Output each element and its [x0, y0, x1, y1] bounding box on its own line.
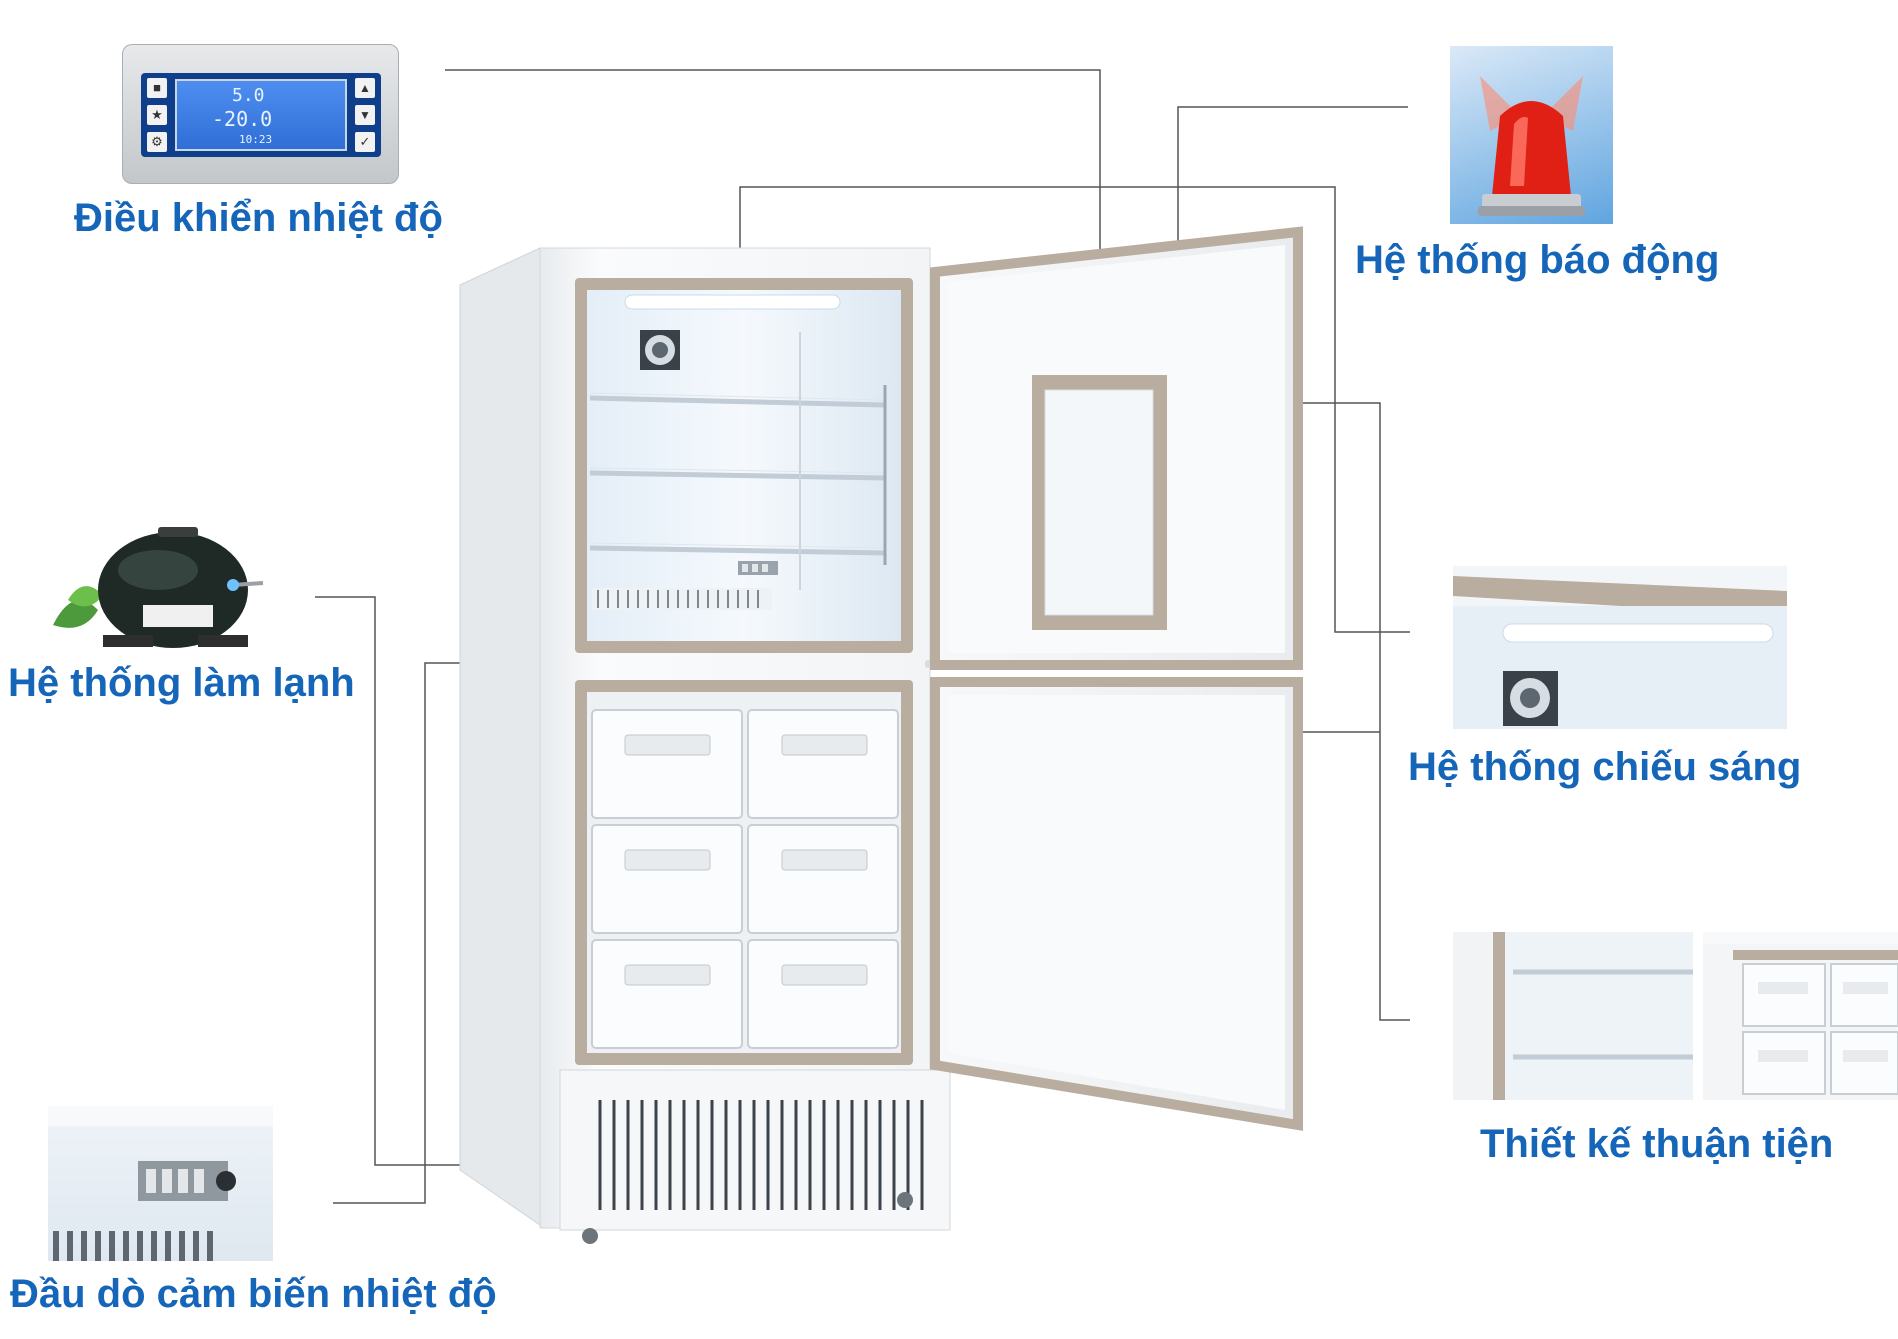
- sensor-probe-icon: [738, 561, 778, 575]
- label-alarm: Hệ thống báo động: [1355, 238, 1720, 282]
- lcd-line-2: -20.0: [212, 107, 273, 131]
- label-design: Thiết kế thuận tiện: [1480, 1122, 1834, 1166]
- label-lighting: Hệ thống chiếu sáng: [1408, 745, 1802, 789]
- alarm-beacon-icon: [1478, 76, 1585, 216]
- light-icon: ★: [147, 105, 167, 125]
- alarm-thumbnail: [1450, 46, 1613, 224]
- freezer-illustration: [459, 226, 1303, 1244]
- fan-icon: [640, 330, 680, 370]
- label-probe: Đầu dò cảm biến nhiệt độ: [10, 1272, 497, 1316]
- gear-icon: ⚙: [147, 132, 167, 152]
- check-icon: ✓: [355, 132, 375, 152]
- lighting-thumbnail: [1453, 566, 1787, 729]
- design-thumbnail-shelves: [1453, 932, 1693, 1100]
- label-temp-control: Điều khiển nhiệt độ: [74, 196, 443, 240]
- probe-thumbnail: [48, 1106, 273, 1261]
- lcd-line-1: 5.0: [232, 85, 265, 106]
- controller-lcd: 5.0 -20.0 10:23: [175, 79, 347, 151]
- lcd-line-3: 10:23: [239, 133, 273, 146]
- temperature-controller-thumbnail: ■ ★ ⚙ 5.0 -20.0 10:23 ▲ ▼ ✓: [122, 44, 399, 184]
- fan-icon: [1503, 671, 1558, 726]
- design-thumbnail-drawers: [1703, 932, 1898, 1100]
- sensor-probe-icon: [48, 1106, 273, 1261]
- label-cooling: Hệ thống làm lạnh: [8, 661, 355, 705]
- controller-panel: ■ ★ ⚙ 5.0 -20.0 10:23 ▲ ▼ ✓: [141, 73, 381, 157]
- up-arrow-icon: ▲: [355, 78, 375, 98]
- compressor-icon: [53, 527, 264, 648]
- compressor-thumbnail: [48, 515, 268, 655]
- lock-icon: ■: [147, 78, 167, 98]
- down-arrow-icon: ▼: [355, 105, 375, 125]
